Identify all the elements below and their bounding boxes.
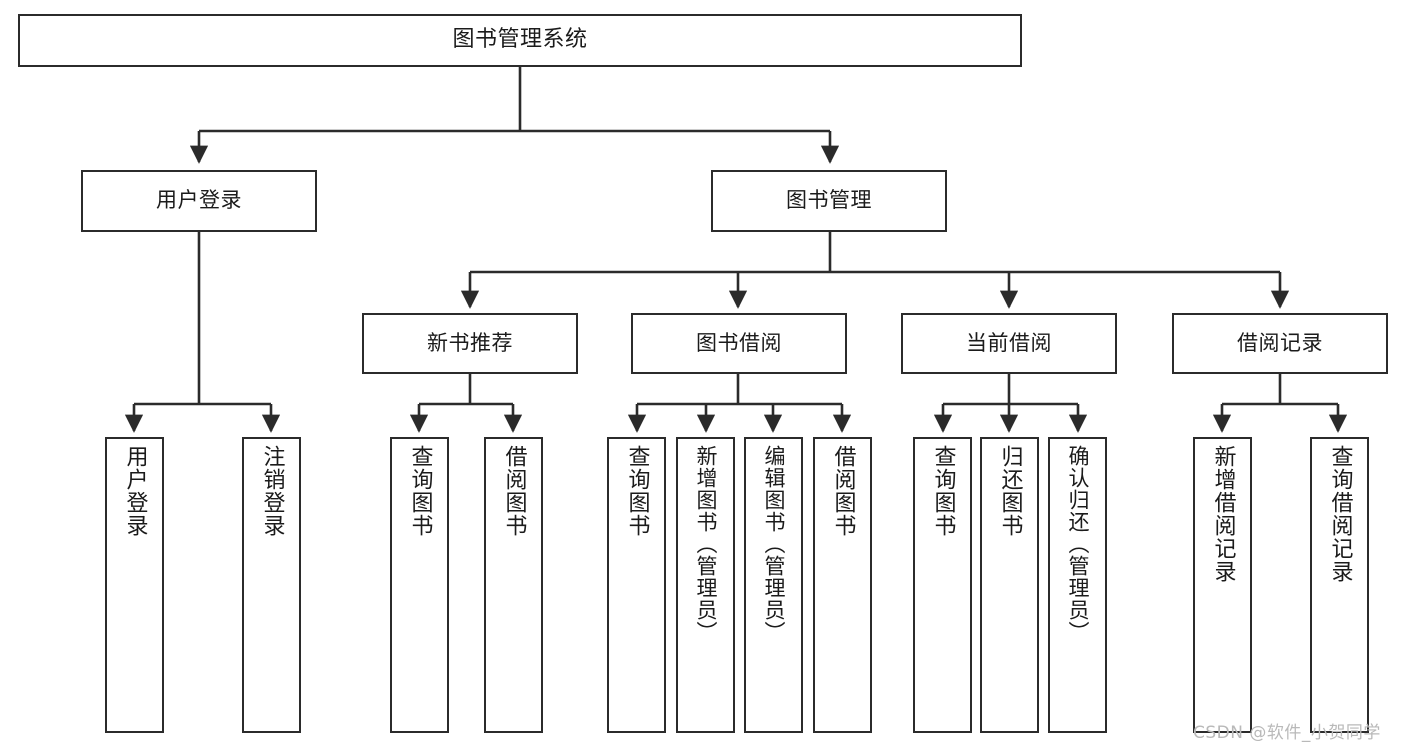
- node-label: 新增借阅记录: [1210, 445, 1236, 583]
- node-label: 借阅记录: [1237, 330, 1323, 355]
- node-label: 图书管理: [786, 188, 872, 213]
- node-label: 用户登录: [122, 445, 148, 537]
- leaf-user-login[interactable]: 用户登录: [105, 437, 164, 733]
- leaf-borrow-book-recommend[interactable]: 借阅图书: [484, 437, 543, 733]
- node-label: 图书借阅: [696, 330, 782, 355]
- leaf-add-borrow-record[interactable]: 新增借阅记录: [1193, 437, 1252, 733]
- node-label: 归还图书: [997, 445, 1023, 537]
- node-label: 查询图书: [930, 445, 956, 537]
- node-root-book-management-system[interactable]: 图书管理系统: [18, 14, 1022, 67]
- node-label: 查询图书: [407, 445, 433, 537]
- node-label: 借阅图书: [501, 445, 527, 537]
- node-label: 用户登录: [156, 188, 242, 213]
- leaf-return-book[interactable]: 归还图书: [980, 437, 1039, 733]
- leaf-query-book-current[interactable]: 查询图书: [913, 437, 972, 733]
- node-book-borrow[interactable]: 图书借阅: [631, 313, 847, 374]
- node-label: 查询图书: [624, 445, 650, 537]
- leaf-borrow-book[interactable]: 借阅图书: [813, 437, 872, 733]
- leaf-logout-login[interactable]: 注销登录: [242, 437, 301, 733]
- node-label: 图书管理系统: [452, 27, 588, 53]
- node-new-book-recommend[interactable]: 新书推荐: [362, 313, 578, 374]
- leaf-confirm-return-admin[interactable]: 确认归还（管理员）: [1048, 437, 1107, 733]
- node-label: 新增图书（管理员）: [694, 445, 718, 643]
- node-label: 查询借阅记录: [1327, 445, 1353, 583]
- node-label: 新书推荐: [427, 330, 513, 355]
- leaf-edit-book-admin[interactable]: 编辑图书（管理员）: [744, 437, 803, 733]
- node-label: 确认归还（管理员）: [1066, 445, 1090, 643]
- node-user-login[interactable]: 用户登录: [81, 170, 317, 232]
- node-label: 注销登录: [259, 445, 285, 537]
- leaf-add-book-admin[interactable]: 新增图书（管理员）: [676, 437, 735, 733]
- leaf-query-book-borrow[interactable]: 查询图书: [607, 437, 666, 733]
- leaf-query-borrow-record[interactable]: 查询借阅记录: [1310, 437, 1369, 733]
- watermark-csdn: CSDN @软件_小贺同学: [1193, 723, 1381, 743]
- node-borrow-record[interactable]: 借阅记录: [1172, 313, 1388, 374]
- leaf-query-book-recommend[interactable]: 查询图书: [390, 437, 449, 733]
- node-label: 编辑图书（管理员）: [762, 445, 786, 643]
- node-label: 当前借阅: [966, 330, 1052, 355]
- node-label: 借阅图书: [830, 445, 856, 537]
- node-book-management[interactable]: 图书管理: [711, 170, 947, 232]
- node-current-borrow[interactable]: 当前借阅: [901, 313, 1117, 374]
